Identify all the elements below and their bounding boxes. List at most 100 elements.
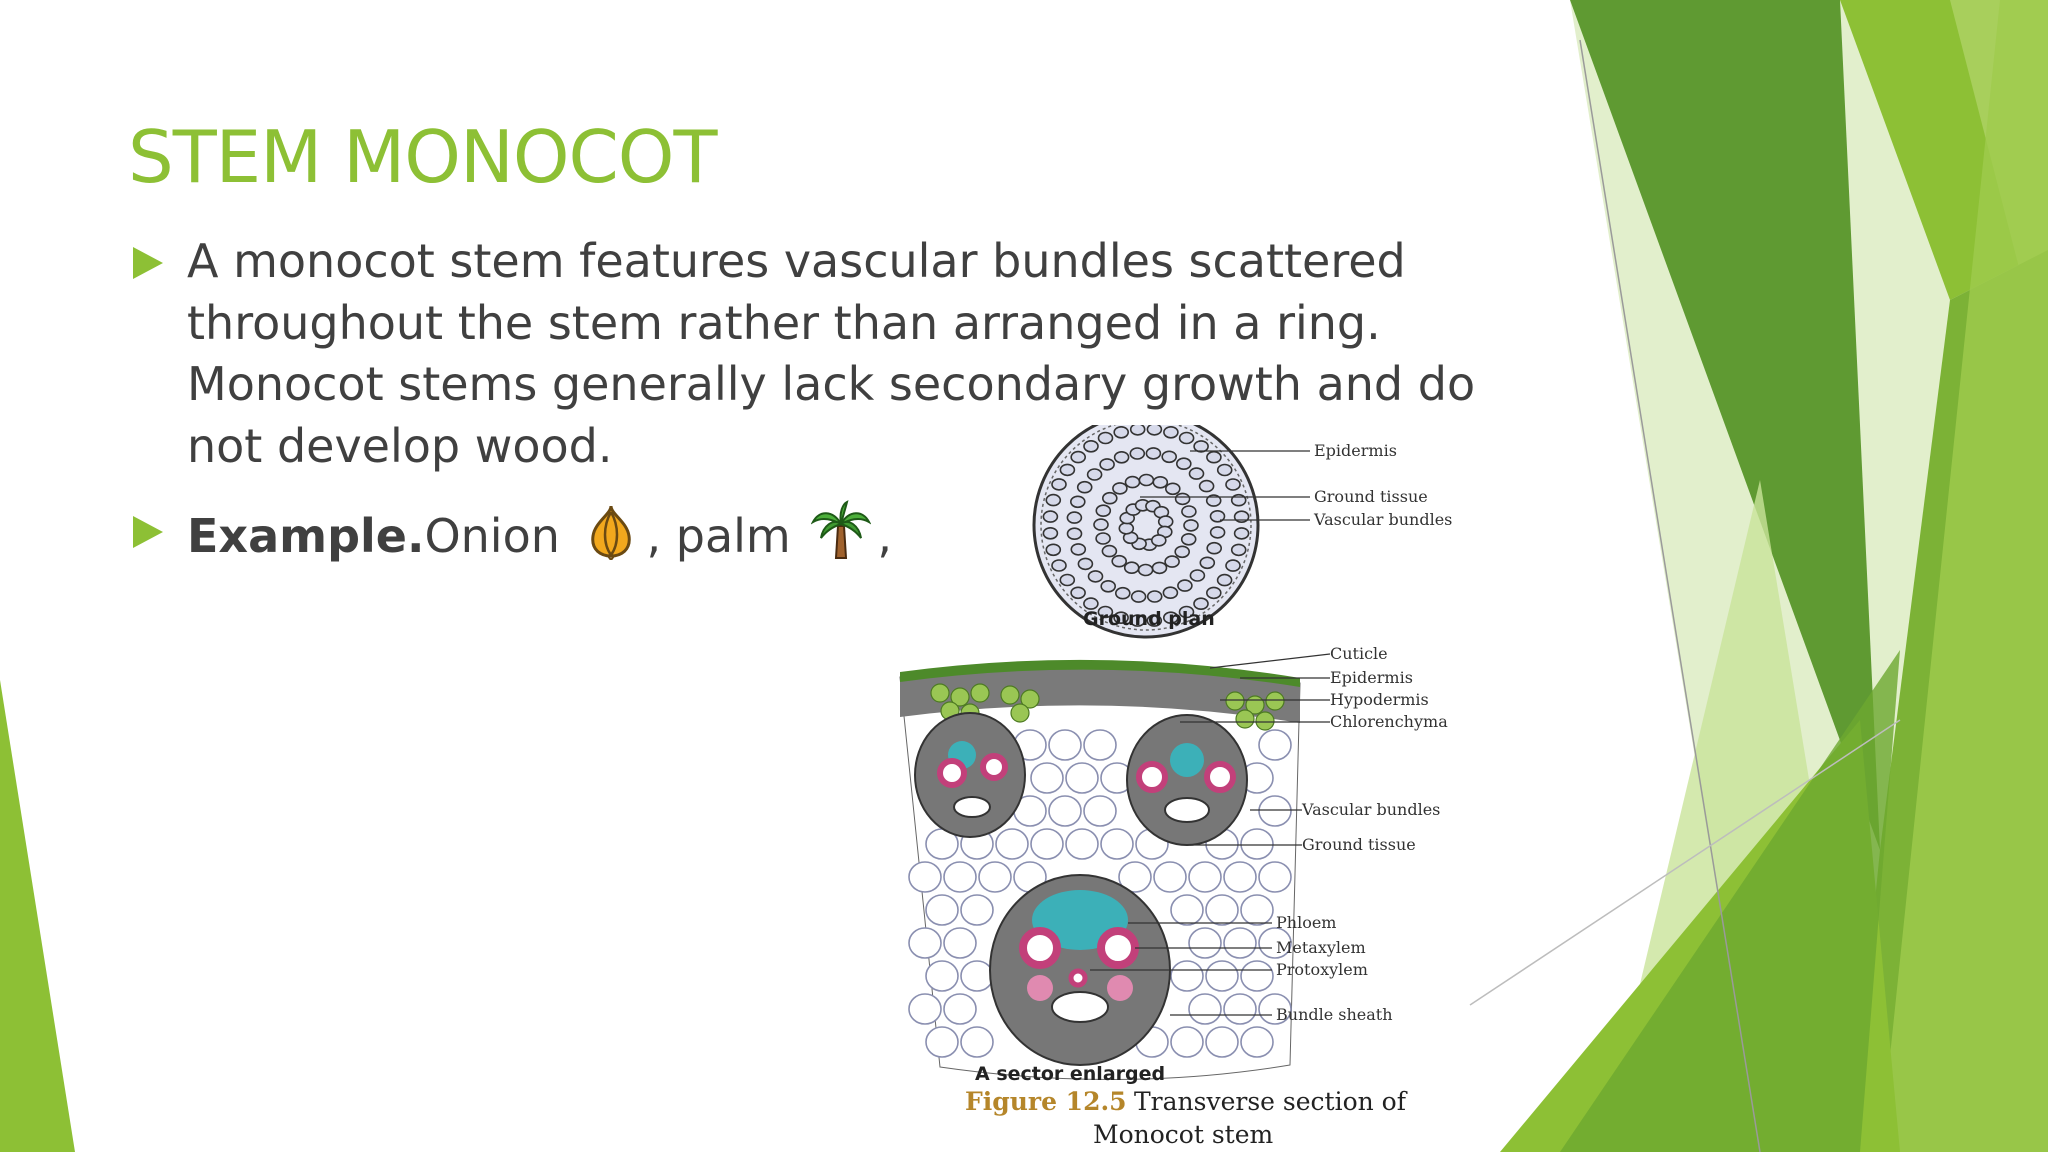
ground-plan-bundle [1209,526,1226,539]
parenchyma-cell [1188,861,1222,893]
parenchyma-cell [908,861,942,893]
ground-plan-bundle [1178,431,1195,445]
ground-plan-caption: Ground plan [1083,608,1215,630]
slide-title: STEM MONOCOT [128,115,717,199]
ground-plan-bundle [1225,478,1241,491]
ground-plan-bundle [1157,515,1174,528]
ground-plan-bundle [1188,467,1205,480]
parenchyma-cell [1030,828,1064,860]
parenchyma-cell [1170,960,1204,992]
sector-enlarged-diagram [899,659,1301,1081]
ground-plan-bundle [1162,586,1179,599]
parenchyma-cell [1223,927,1257,959]
ground-plan-bundle [1206,450,1222,464]
parenchyma-cell [943,993,977,1025]
ground-plan-bundle [1129,425,1146,436]
ground-plan-bundle [1178,605,1195,619]
sector-leaders [1090,653,1331,1016]
chlorenchyma-cell [1225,691,1245,711]
parenchyma-cell [1083,795,1117,827]
palm-tree-icon [811,500,872,559]
bullet-description: A monocot stem features vascular bundles… [133,231,1483,477]
ground-plan-bundle [1113,450,1130,464]
parenchyma-cell [960,894,994,926]
ground-plan-leaders [1140,450,1310,521]
ground-plan-bundle [1083,439,1099,453]
parenchyma-cell [1240,1026,1274,1058]
parenchyma-cell [995,828,1029,860]
parenchyma-cell [1030,762,1064,794]
ground-plan-bundle [1146,590,1163,603]
ground-plan-bundle [1129,447,1146,460]
ground-plan-bundle [1174,492,1191,506]
ground-plan-bundle [1175,457,1192,471]
ground-plan-bundle [1042,510,1059,523]
ground-plan-bundle [1145,447,1162,460]
ground-plan-bundle [1206,541,1223,555]
ground-plan-bundle [1163,426,1179,439]
ground-plan-bundle [1051,559,1067,572]
ground-plan-bundle [1101,544,1118,558]
parenchyma-cell [1223,861,1257,893]
ground-plan-bundle [1137,563,1154,577]
ground-plan-bundle [1123,561,1140,574]
parenchyma-cell [908,993,942,1025]
example-onion-text: Onion [424,509,560,563]
ground-plan-bundle [1216,463,1233,477]
ground-plan-bundle [1118,522,1135,535]
ground-plan-bundle [1115,586,1131,600]
ground-plan-bundle [1095,504,1112,517]
parenchyma-cell [943,927,977,959]
ground-plan-bundle [1045,543,1062,557]
bullet-triangle-icon [133,516,163,548]
ground-plan-bundle [1045,493,1062,507]
ground-plan-bundle [1097,431,1114,445]
label-chlorenchyma: Chlorenchyma [1330,712,1448,731]
ground-plan-bundle [1199,556,1216,570]
figure-number: Figure 12.5 [965,1087,1127,1116]
example-label: Example. [187,509,425,563]
ground-plan-bundle [1066,527,1083,540]
ground-plan-bundle [1070,543,1087,556]
sector-caption: A sector enlarged [975,1063,1165,1085]
ground-plan-bundle [1225,559,1241,572]
ground-plan-bundle [1189,569,1206,582]
label-ground-tissue-top: Ground tissue [1314,487,1428,506]
ground-plan-bundle [1070,586,1086,600]
ground-plan-bundle [1124,475,1141,489]
ground-plan-bundle [1209,510,1226,523]
parenchyma-cell [1205,894,1239,926]
ground-plan-bundle [1111,554,1127,568]
ground-plan-bundle [1233,527,1250,540]
parenchyma-cell [1240,828,1274,860]
parenchyma-cell [1205,1026,1239,1058]
figure-title-line2: Monocot stem [1093,1120,1274,1149]
ground-plan-bundle [1112,482,1128,495]
parenchyma-cell [960,1026,994,1058]
ground-plan-bundle [1059,463,1076,477]
ground-plan-bundle [1230,543,1247,557]
parenchyma-cell [908,927,942,959]
ground-plan-bundle [1066,511,1083,524]
ground-plan-bundle [1100,580,1116,593]
ground-plan-bundle [1193,440,1209,453]
parenchyma-cell [1258,861,1292,893]
parenchyma-cell [1170,1026,1204,1058]
ground-plan-bundle [1059,573,1076,587]
chlorenchyma-cell [1020,689,1040,709]
chlorenchyma-cell [950,687,970,707]
figure-title-line1: Transverse section of [1134,1087,1408,1116]
ground-plan-bundle [1177,579,1193,592]
ground-plan-bundle [1097,605,1114,619]
ground-plan-bundle [1113,426,1129,439]
chlorenchyma-cell [1235,709,1255,729]
label-vascular-bundles-top: Vascular bundles [1313,510,1452,529]
label-epidermis: Epidermis [1330,668,1413,687]
parenchyma-cell [1205,960,1239,992]
ground-plan-bundle [1205,586,1222,600]
label-protoxylem: Protoxylem [1276,960,1368,979]
ground-plan-bundle [1146,614,1163,627]
ground-plan-bundle [1205,494,1222,507]
ground-plan-bundle [1198,479,1215,493]
